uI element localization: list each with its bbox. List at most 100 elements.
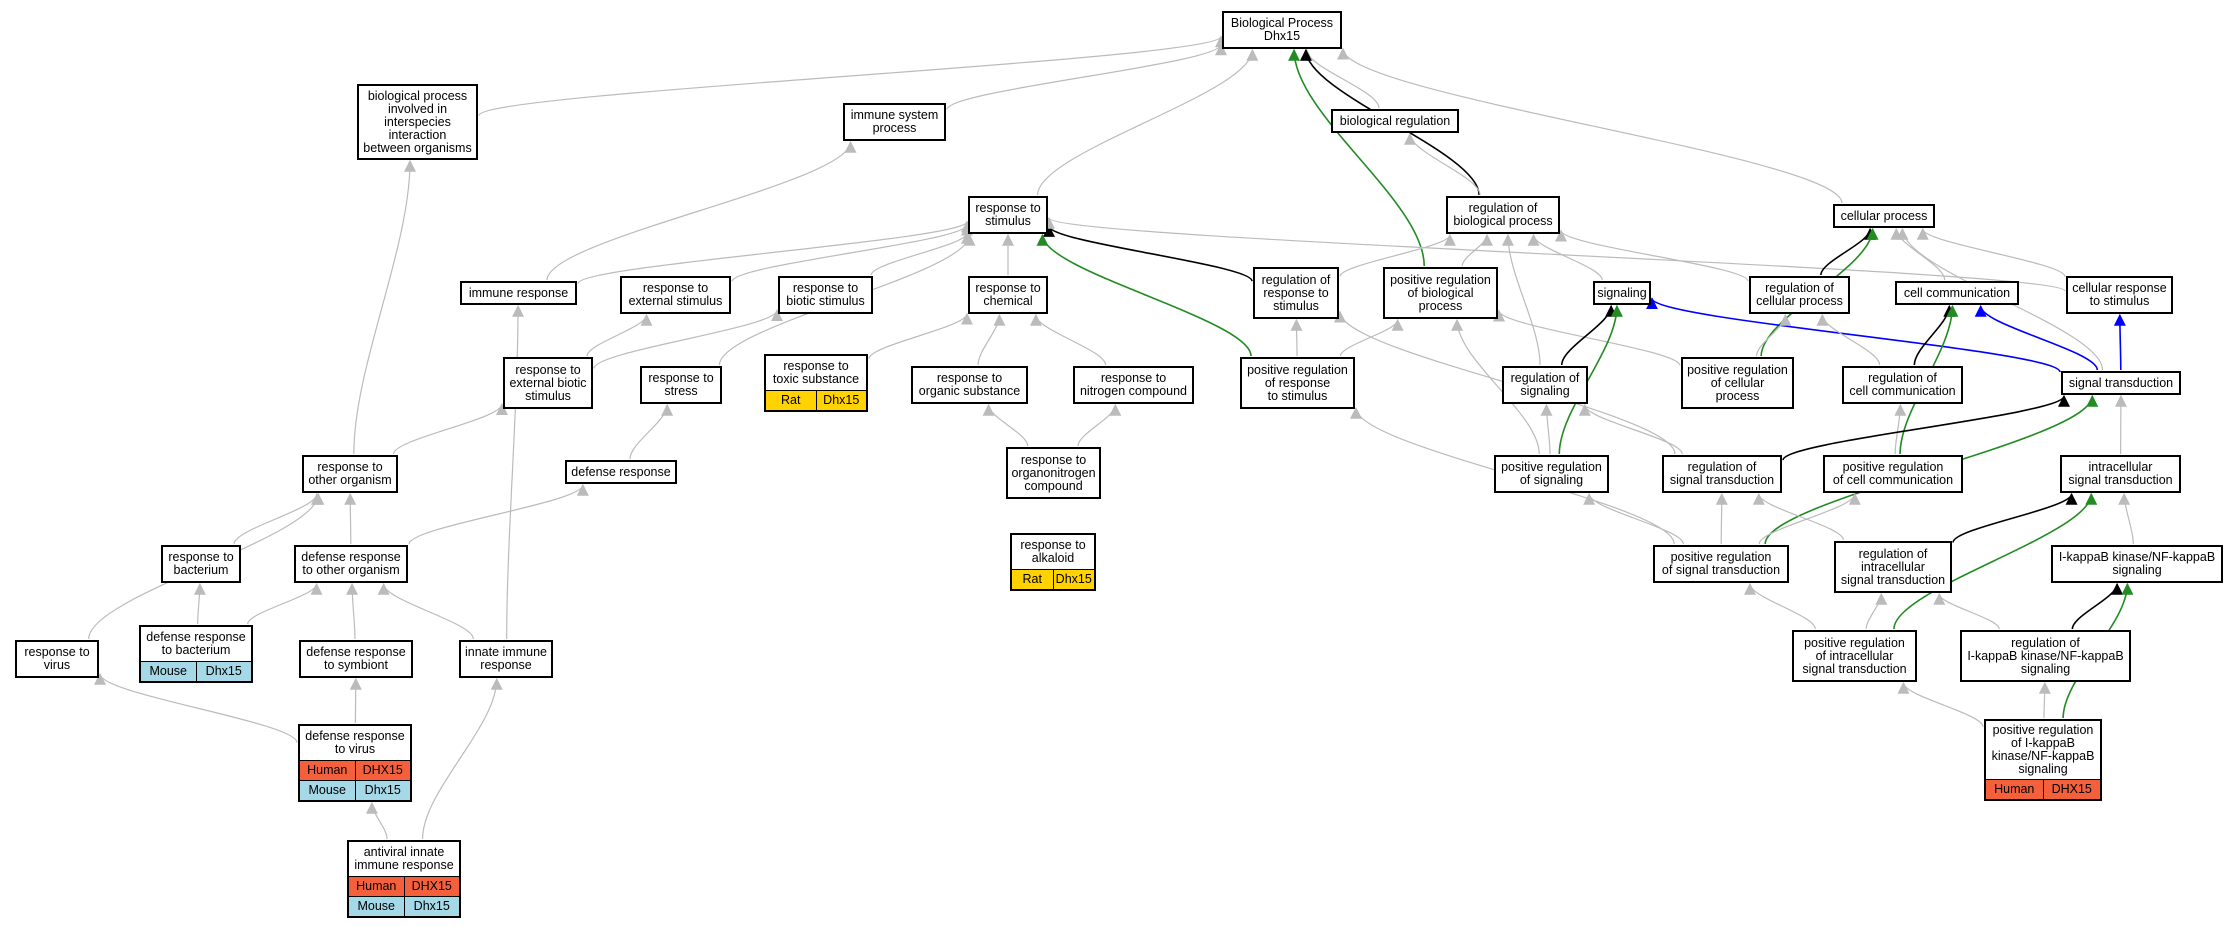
go-term-label: regulation of response to stimulus (1255, 269, 1337, 317)
edge-resp-organic-to-resp-chem (978, 315, 999, 365)
go-term-label: defense response to other organism (296, 547, 406, 581)
go-term-label: biological process involved in interspec… (359, 86, 476, 158)
go-term-label: intracellular signal transduction (2062, 457, 2179, 491)
go-term-node-reg-signaling[interactable]: regulation of signaling (1502, 366, 1588, 404)
go-term-node-resp-stim[interactable]: response to stimulus (968, 196, 1048, 234)
go-term-label: positive regulation of signaling (1496, 457, 1607, 491)
gene-symbol-cell: Dhx15 (816, 391, 867, 410)
go-term-node-reg-cell-comm[interactable]: regulation of cell communication (1842, 366, 1963, 404)
go-term-node-resp-biotic[interactable]: response to biotic stimulus (778, 276, 873, 314)
go-term-node-reg-sig-trans[interactable]: regulation of signal transduction (1662, 455, 1782, 493)
go-term-label: I-kappaB kinase/NF-kappaB signaling (2053, 547, 2221, 581)
go-term-node-ikb[interactable]: I-kappaB kinase/NF-kappaB signaling (2051, 545, 2223, 583)
go-term-node-def-symbiont[interactable]: defense response to symbiont (299, 640, 413, 678)
go-term-node-immune-resp[interactable]: immune response (460, 281, 577, 305)
go-term-node-resp-chem[interactable]: response to chemical (968, 276, 1048, 314)
gene-symbol-cell: DHX15 (355, 761, 411, 780)
edge-pos-reg-bio-to-bp (1294, 50, 1424, 266)
go-term-label: defense response to bacterium (141, 627, 251, 661)
go-term-label: signaling (1595, 283, 1649, 303)
edge-sig-trans-to-cell-comm (1981, 306, 2098, 370)
go-term-label: antiviral innate immune response (349, 842, 459, 876)
edge-pos-reg-cell-to-pos-reg-bio (1499, 311, 1680, 366)
edge-pos-reg-signaling-to-reg-signaling (1546, 405, 1550, 454)
go-term-node-resp-organic[interactable]: response to organic substance (911, 366, 1028, 404)
go-term-node-resp-virus[interactable]: response to virus (15, 640, 99, 678)
go-term-node-cell-comm[interactable]: cell communication (1895, 281, 2019, 305)
go-term-label: defense response (567, 462, 675, 482)
go-term-node-resp-bacterium[interactable]: response to bacterium (161, 545, 241, 583)
go-term-node-pos-reg-intra[interactable]: positive regulation of intracellular sig… (1792, 630, 1917, 682)
go-term-node-innate[interactable]: innate immune response (459, 640, 553, 678)
edge-def-other-org-to-defense-resp (409, 485, 583, 544)
go-term-node-resp-ext[interactable]: response to external stimulus (620, 276, 731, 314)
edge-resp-organonitro-to-resp-organic (989, 405, 1028, 446)
go-term-label: immune response (462, 283, 575, 303)
go-term-node-resp-other-org[interactable]: response to other organism (302, 455, 398, 493)
go-term-node-defense-resp[interactable]: defense response (565, 460, 677, 484)
go-term-node-cell-resp-stim[interactable]: cellular response to stimulus (2066, 276, 2173, 314)
go-term-label: cellular process (1835, 206, 1933, 226)
go-term-node-pos-reg-signaling[interactable]: positive regulation of signaling (1494, 455, 1609, 493)
go-term-node-pos-reg-resp[interactable]: positive regulation of response to stimu… (1240, 357, 1355, 409)
edge-pos-reg-resp-to-pos-reg-bio (1340, 320, 1397, 356)
edge-resp-organonitro-to-resp-nitrogen (1078, 405, 1115, 446)
species-cell: Mouse (300, 781, 355, 800)
go-term-node-pos-reg-cell-comm[interactable]: positive regulation of cell communicatio… (1823, 455, 1963, 493)
edge-cell-comm-to-cell-proc (1896, 229, 1944, 280)
edge-reg-sig-trans-to-reg-signaling (1585, 405, 1682, 454)
go-term-label: response to external biotic stimulus (505, 359, 591, 407)
gene-symbol-cell: Dhx15 (404, 897, 460, 916)
go-term-node-pos-reg-ikb[interactable]: positive regulation of I-kappaB kinase/N… (1984, 719, 2102, 801)
edge-resp-stim-to-bp (1038, 50, 1253, 195)
go-term-node-reg-resp-stim[interactable]: regulation of response to stimulus (1253, 267, 1339, 319)
edge-def-other-org-to-resp-other-org (350, 494, 351, 544)
species-cell: Mouse (141, 662, 196, 681)
go-term-node-resp-ext-biotic[interactable]: response to external biotic stimulus (503, 357, 593, 409)
go-term-node-intra-sig[interactable]: intracellular signal transduction (2060, 455, 2181, 493)
go-term-label: response to alkaloid (1012, 535, 1094, 569)
edge-reg-cell-comm-to-cell-comm (1914, 306, 1949, 365)
edge-reg-signaling-to-reg-bio-proc (1508, 235, 1540, 365)
go-term-node-sig-trans[interactable]: signal transduction (2061, 371, 2181, 395)
edge-immune-resp-to-resp-stim (578, 222, 967, 284)
edge-bio-reg-to-bp (1307, 50, 1379, 108)
go-term-node-reg-bio-proc[interactable]: regulation of biological process (1446, 196, 1560, 234)
edge-reg-ikb-to-ikb (2072, 584, 2117, 629)
edge-defense-resp-to-resp-stress (630, 405, 667, 459)
go-term-node-pos-reg-bio[interactable]: positive regulation of biological proces… (1383, 267, 1498, 319)
go-term-node-pos-reg-cell[interactable]: positive regulation of cellular process (1681, 357, 1794, 409)
go-term-node-bp[interactable]: Biological Process Dhx15 (1222, 11, 1342, 49)
go-term-node-reg-cell-proc[interactable]: regulation of cellular process (1749, 276, 1850, 314)
go-term-node-interspecies[interactable]: biological process involved in interspec… (357, 84, 478, 160)
go-term-node-resp-nitrogen[interactable]: response to nitrogen compound (1073, 366, 1194, 404)
go-term-label: positive regulation of cellular process (1683, 359, 1792, 407)
go-term-node-pos-reg-sig-trans[interactable]: positive regulation of signal transducti… (1653, 545, 1789, 583)
go-term-node-reg-ikb[interactable]: regulation of I-kappaB kinase/NF-kappaB … (1960, 630, 2131, 682)
edge-resp-ext-biotic-to-resp-ext (587, 315, 646, 356)
species-cell: Rat (766, 391, 816, 410)
go-term-label: innate immune response (461, 642, 551, 676)
go-term-node-def-other-org[interactable]: defense response to other organism (294, 545, 408, 583)
go-term-node-resp-organonitro[interactable]: response to organonitrogen compound (1006, 447, 1101, 499)
go-term-node-cell-proc[interactable]: cellular process (1833, 204, 1935, 228)
go-term-node-reg-intra[interactable]: regulation of intracellular signal trans… (1834, 541, 1952, 593)
go-term-node-immune-sys[interactable]: immune system process (843, 103, 946, 141)
edge-resp-ext-biotic-to-resp-biotic (594, 310, 777, 368)
edge-reg-cell-comm-to-reg-cell-proc (1822, 315, 1879, 365)
go-term-label: response to biotic stimulus (780, 278, 871, 312)
edge-pos-reg-intra-to-pos-reg-sig-trans (1750, 584, 1815, 629)
go-term-node-resp-stress[interactable]: response to stress (640, 366, 722, 404)
edge-pos-reg-sig-trans-to-reg-sig-trans (1721, 494, 1722, 544)
species-cell: Rat (1012, 570, 1053, 589)
go-term-node-signaling[interactable]: signaling (1593, 281, 1651, 305)
go-term-node-bio-reg[interactable]: biological regulation (1331, 109, 1459, 133)
